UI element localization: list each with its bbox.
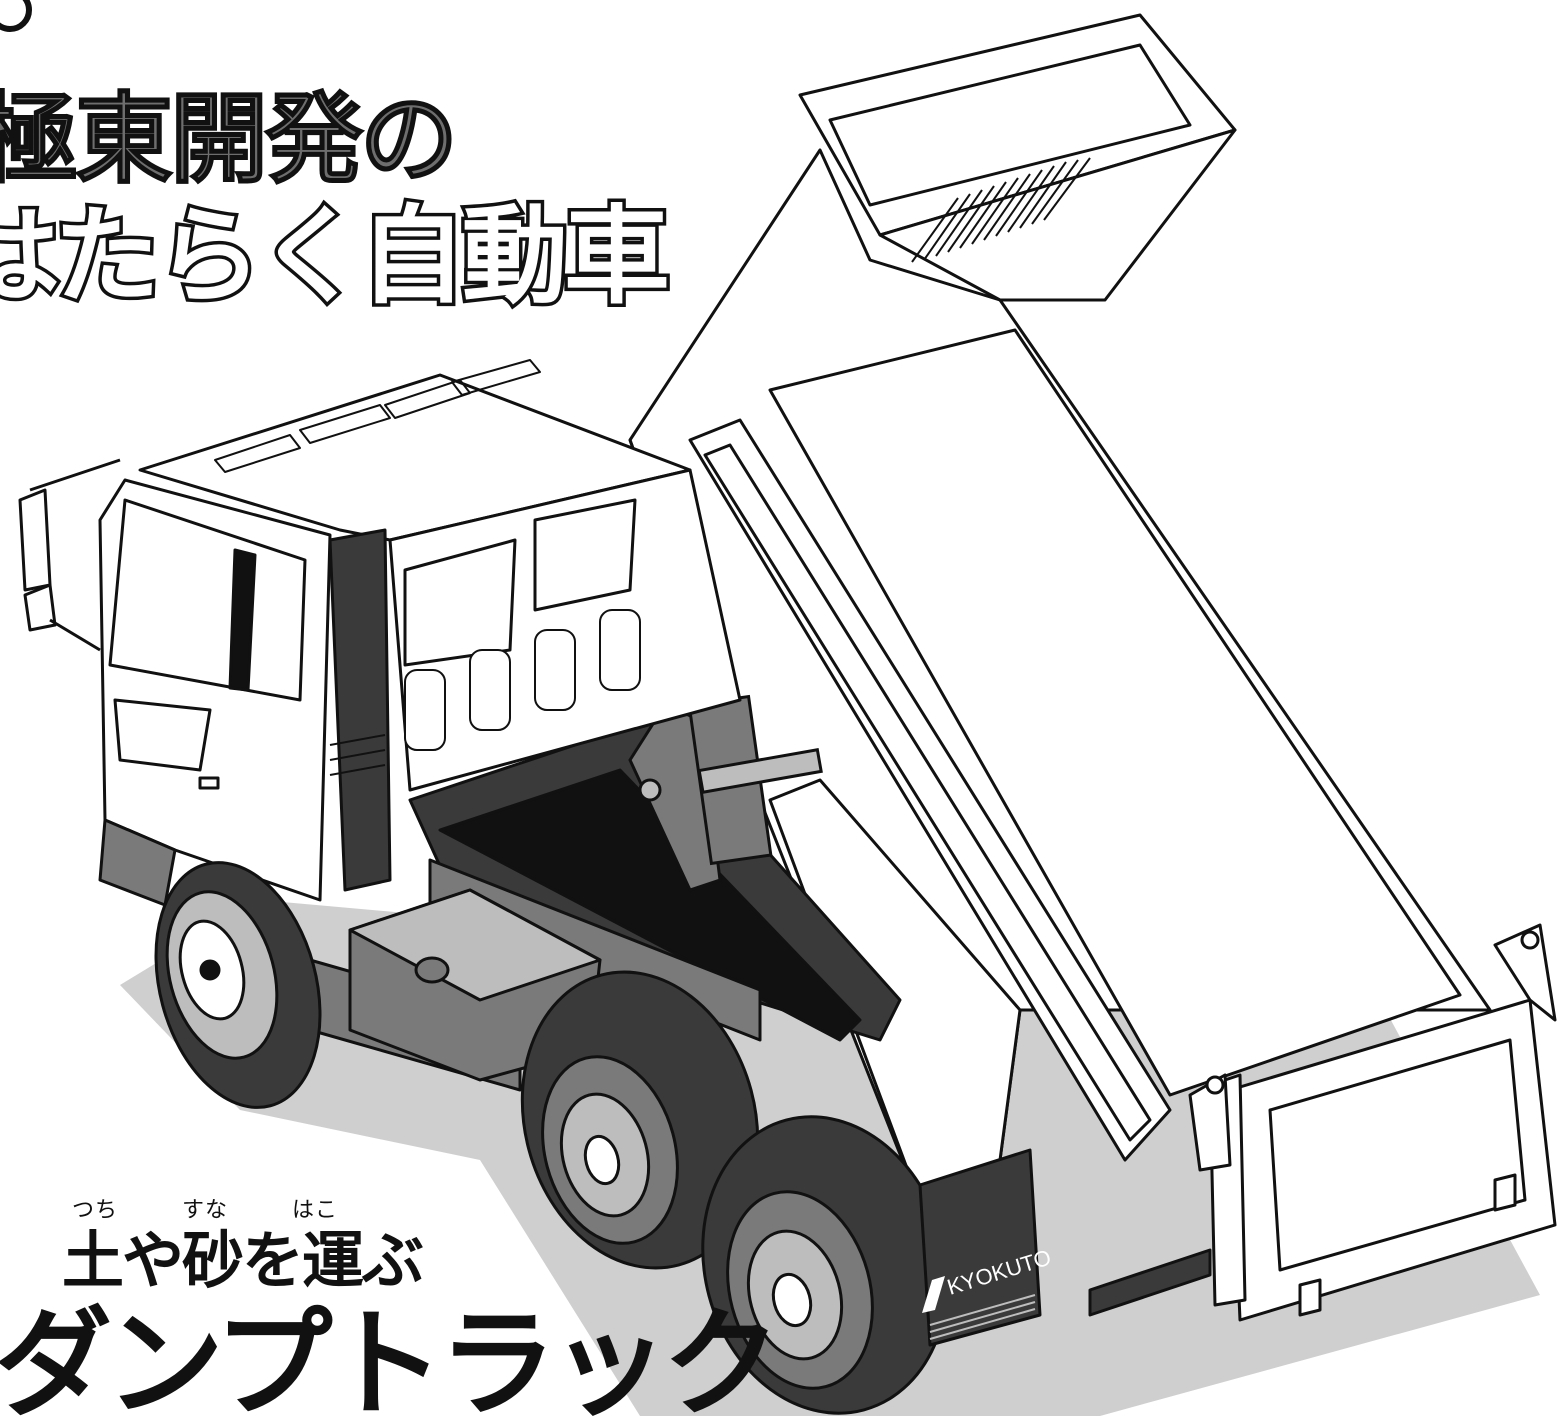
- title-line1: 極東開発の: [0, 82, 459, 198]
- ruby-suna: すな: [182, 1198, 229, 1223]
- circle-mark: [0, 0, 32, 32]
- front-wheel: [154, 861, 322, 1109]
- rear-wheel-1: [520, 970, 760, 1270]
- title-block: 極東開発の はたらく自動車: [0, 0, 673, 322]
- subtitle-text: 土や砂を運ぶ: [62, 1224, 424, 1297]
- mudflap: KYOKUTO: [918, 1148, 1054, 1347]
- ruby-tsuchi: つち: [72, 1198, 119, 1223]
- cab: [18, 359, 742, 907]
- title-line2: はたらく自動車: [0, 192, 673, 322]
- product-name: ダンプトラック: [0, 1295, 780, 1416]
- subtitle-block: つち すな はこ 土や砂を運ぶ: [62, 1192, 424, 1302]
- ruby-hako: はこ: [292, 1198, 339, 1223]
- rear-wheel-2: [701, 1115, 949, 1415]
